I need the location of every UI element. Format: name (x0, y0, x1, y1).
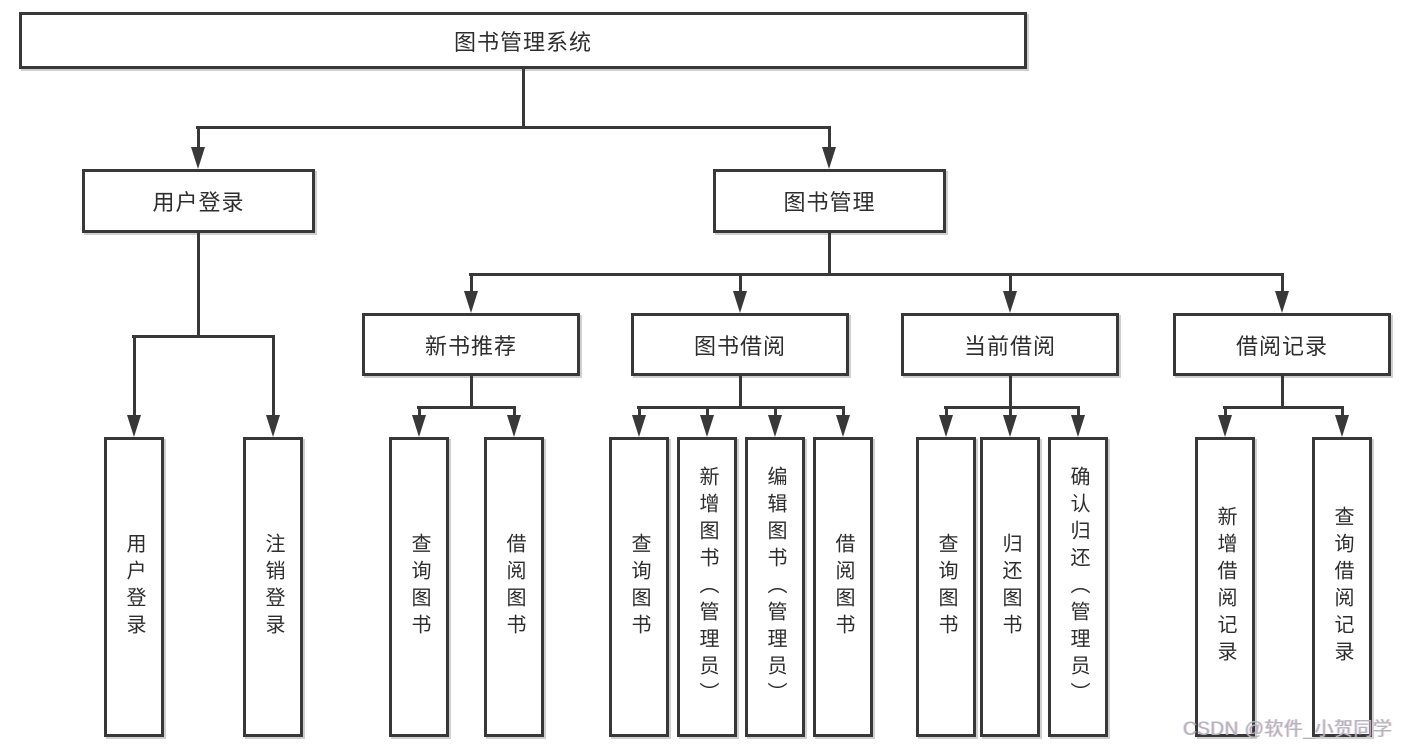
connector-drop (774, 406, 777, 418)
node-label: 当前借阅 (963, 333, 1056, 359)
connector-root-stem (522, 69, 525, 126)
node-label: 查询图书 (935, 533, 957, 641)
node-label: 借阅记录 (1235, 333, 1328, 359)
leaf-bb-add-book: 新增图书（管理员） (677, 437, 737, 737)
node-label: 图书管理系统 (453, 29, 592, 55)
arrow-down-icon (1335, 415, 1349, 437)
node-label: 查询图书 (628, 533, 650, 641)
arrow-down-icon (464, 291, 478, 313)
leaf-bb-query-book: 查询图书 (609, 437, 669, 737)
arrow-down-icon (836, 415, 850, 437)
node-label: 确认归还（管理员） (1067, 465, 1089, 709)
connector-drop (1077, 406, 1080, 418)
arrow-down-icon (191, 147, 205, 169)
connector-root-bar (196, 126, 831, 129)
leaf-br-add-record: 新增借阅记录 (1195, 437, 1255, 737)
arrow-down-icon (822, 147, 836, 169)
connector-drop (945, 406, 948, 418)
connector-br-stem (1281, 376, 1284, 406)
connector-drop (1224, 406, 1227, 418)
connector-userlogin-bar (132, 335, 275, 338)
node-label: 图书管理 (783, 190, 876, 215)
node-borrow-records: 借阅记录 (1173, 313, 1391, 376)
arrow-down-icon (632, 415, 646, 437)
arrow-down-icon (1275, 291, 1289, 313)
connector-drop (842, 406, 845, 418)
leaf-rec-borrow-book: 借阅图书 (484, 437, 544, 737)
node-book-mgmt: 图书管理 (713, 169, 946, 233)
connector-drop (706, 406, 709, 418)
leaf-bb-borrow-book: 借阅图书 (813, 437, 873, 737)
arrow-down-icon (733, 291, 747, 313)
leaf-cb-query-book: 查询图书 (916, 437, 976, 737)
arrow-down-icon (700, 415, 714, 437)
connector-drop (418, 406, 421, 418)
connector-drop (197, 126, 200, 152)
connector-br-bar (1223, 406, 1344, 409)
node-label: 用户登录 (123, 533, 145, 641)
connector-drop (1009, 406, 1012, 418)
arrow-down-icon (1003, 291, 1017, 313)
connector-drop (828, 126, 831, 152)
arrow-down-icon (1071, 415, 1085, 437)
node-label: 归还图书 (999, 533, 1021, 641)
arrow-down-icon (1218, 415, 1232, 437)
connector-drop (1009, 273, 1012, 295)
connector-userlogin-stem (197, 233, 200, 335)
connector-cb-bar (944, 406, 1080, 409)
connector-drop (133, 335, 136, 419)
connector-bb-bar (637, 406, 845, 409)
node-label: 查询图书 (408, 533, 430, 641)
node-current-borrow: 当前借阅 (901, 313, 1119, 376)
node-label: 借阅图书 (503, 533, 525, 641)
connector-bookmgmt-bar (469, 273, 1283, 276)
connector-rec-bar (417, 406, 516, 409)
node-label: 借阅图书 (832, 533, 854, 641)
leaf-user-login: 用户登录 (104, 437, 164, 737)
connector-bb-stem (739, 376, 742, 406)
node-book-borrow: 图书借阅 (631, 313, 849, 376)
node-label: 图书借阅 (693, 333, 786, 359)
arrow-down-icon (127, 415, 141, 437)
arrow-down-icon (768, 415, 782, 437)
node-root: 图书管理系统 (19, 12, 1027, 69)
connector-drop (1341, 406, 1344, 418)
node-label: 用户登录 (152, 190, 245, 215)
connector-drop (470, 273, 473, 295)
connector-drop (638, 406, 641, 418)
leaf-bb-edit-book: 编辑图书（管理员） (745, 437, 805, 737)
node-label: 新增图书（管理员） (696, 465, 718, 709)
arrow-down-icon (266, 415, 280, 437)
leaf-cb-return-book: 归还图书 (980, 437, 1040, 737)
connector-drop (1281, 273, 1284, 295)
connector-drop (739, 273, 742, 295)
csdn-watermark: CSDN @软件_小贺同学 (1183, 719, 1393, 740)
leaf-br-query-record: 查询借阅记录 (1312, 437, 1372, 737)
arrow-down-icon (939, 415, 953, 437)
node-label: 编辑图书（管理员） (764, 465, 786, 709)
node-label: 注销登录 (262, 533, 284, 641)
node-label: 查询借阅记录 (1331, 506, 1353, 668)
connector-cb-stem (1009, 376, 1012, 406)
node-new-book-rec: 新书推荐 (362, 313, 580, 376)
connector-drop (513, 406, 516, 418)
arrow-down-icon (1003, 415, 1017, 437)
connector-rec-stem (470, 376, 473, 406)
connector-drop (272, 335, 275, 419)
arrow-down-icon (507, 415, 521, 437)
leaf-cb-confirm-return: 确认归还（管理员） (1048, 437, 1108, 737)
node-label: 新增借阅记录 (1214, 506, 1236, 668)
leaf-logout: 注销登录 (243, 437, 303, 737)
leaf-rec-query-book: 查询图书 (389, 437, 449, 737)
node-user-login: 用户登录 (82, 169, 315, 233)
node-label: 新书推荐 (424, 333, 517, 359)
connector-bookmgmt-stem (828, 233, 831, 273)
arrow-down-icon (412, 415, 426, 437)
